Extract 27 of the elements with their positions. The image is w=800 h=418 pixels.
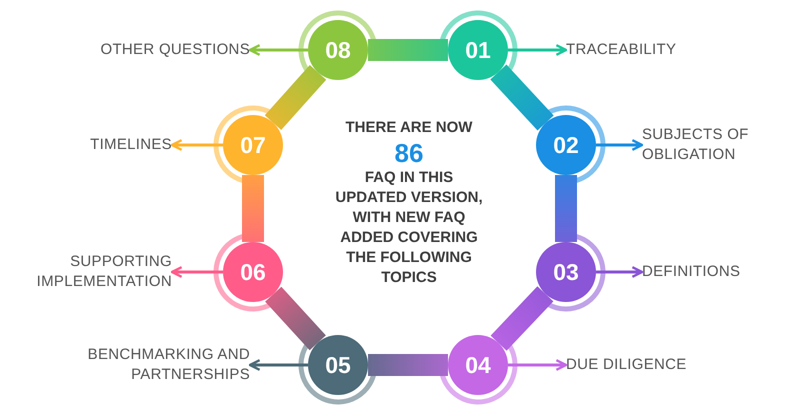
arrow [170, 139, 223, 151]
topic-label: TRACEABILITY [566, 40, 736, 60]
connector-band [490, 286, 554, 351]
connector-band [242, 175, 264, 242]
topic-label: SUBJECTS OF OBLIGATION [642, 125, 792, 165]
connector-band [368, 354, 448, 376]
arrow [596, 139, 644, 151]
topic-label: OTHER QUESTIONS [40, 40, 250, 60]
topic-label: DEFINITIONS [642, 262, 792, 282]
connector-band [490, 64, 554, 130]
arrow [248, 44, 308, 56]
connector-band [555, 175, 577, 242]
highlight-number: 86 [394, 138, 424, 168]
arrow [508, 359, 568, 371]
topic-label: DUE DILIGENCE [566, 355, 736, 375]
arrow [248, 359, 308, 371]
topic-label: BENCHMARKING AND PARTNERSHIPS [40, 345, 250, 385]
topic-label: SUPPORTING IMPLEMENTATION [0, 252, 172, 292]
arrow [508, 44, 568, 56]
center-text: FAQ IN THIS UPDATED VERSION, WITH NEW FAQ ADDED COVERING THE FOLLOWING TOPICS [334, 168, 484, 288]
connector-band [265, 286, 326, 350]
connector-band [368, 39, 448, 61]
arrow [596, 266, 644, 278]
arrow [170, 266, 223, 278]
connector-band [264, 65, 326, 130]
center-text: THERE ARE NOW [346, 118, 472, 138]
topic-label: TIMELINES [40, 135, 172, 155]
